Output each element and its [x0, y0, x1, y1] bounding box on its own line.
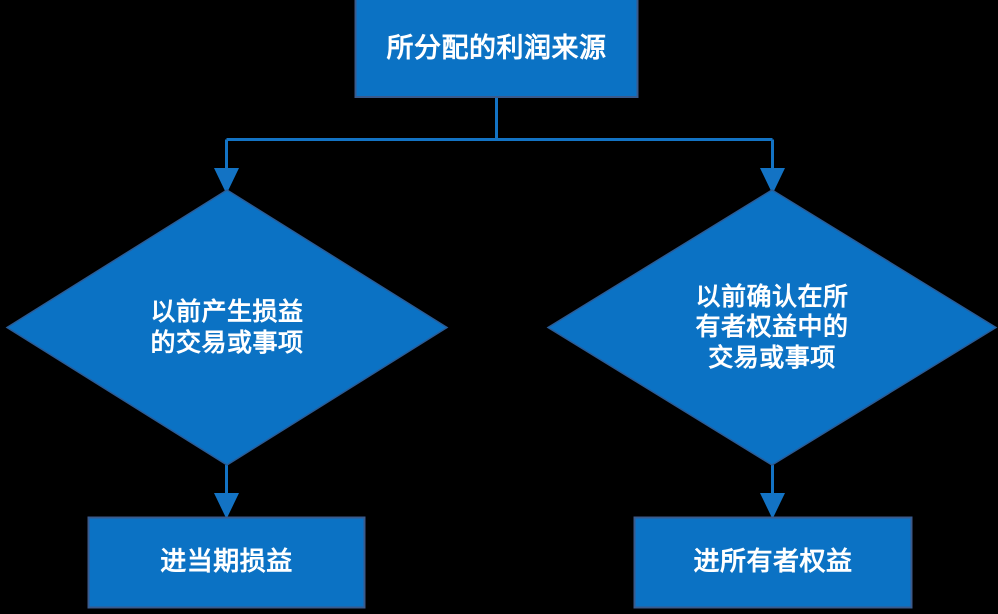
arrowhead-bottom-right [760, 493, 785, 519]
node-shape-right-decision[interactable] [546, 189, 998, 466]
node-shape-bottom-right-box[interactable] [633, 516, 913, 609]
arrowhead-right-branch [760, 168, 785, 194]
node-shape-top-box[interactable] [354, 0, 639, 98]
node-shape-bottom-left-box[interactable] [87, 516, 366, 609]
node-shape-left-decision[interactable] [5, 189, 449, 466]
arrowhead-left-branch [214, 168, 239, 194]
arrowhead-bottom-left [214, 493, 239, 519]
connector-top-to-decisions [214, 98, 785, 194]
connector-right-decision-to-bottom-right [760, 465, 785, 519]
connector-left-decision-to-bottom-left [214, 465, 239, 519]
